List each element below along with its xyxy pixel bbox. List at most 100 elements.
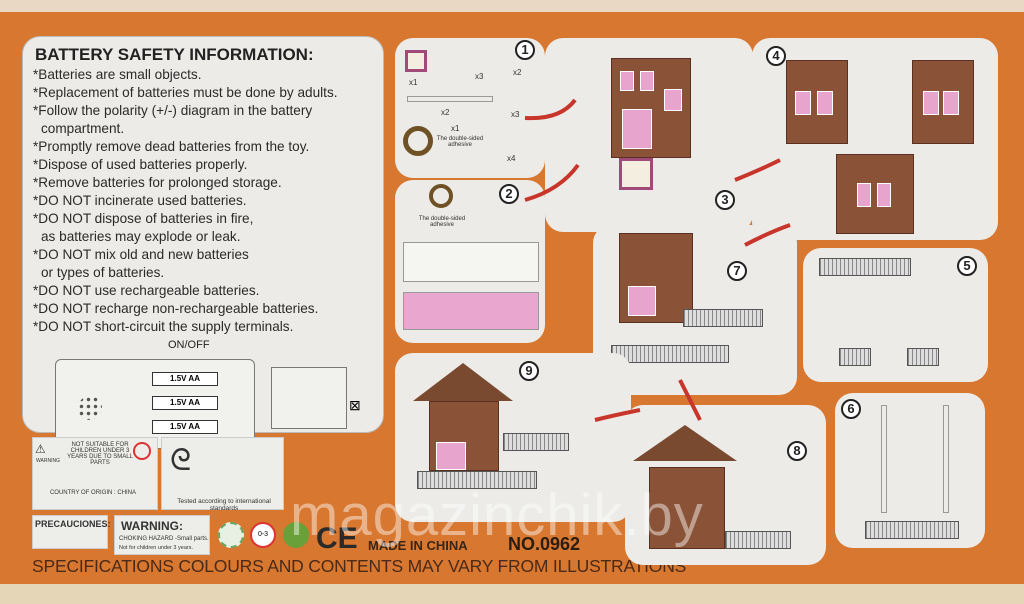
step-number: 6 xyxy=(841,399,861,419)
origin-text: COUNTRY OF ORIGIN : CHINA xyxy=(49,490,137,496)
wall-outline xyxy=(403,242,539,282)
fence xyxy=(907,348,939,366)
warning-small-text: WARNING xyxy=(36,458,60,464)
safety-line: *DO NOT dispose of batteries in fire, xyxy=(33,211,254,226)
arrow xyxy=(524,98,577,121)
step-8-panel: 8 xyxy=(625,405,826,565)
house-wall xyxy=(836,154,914,234)
step-number: 5 xyxy=(957,256,977,276)
step-3-panel: 3 xyxy=(545,38,753,232)
safety-line: compartment. xyxy=(41,121,125,136)
arrow xyxy=(594,408,641,422)
recycle-bin-crossed-icon: ⊠ xyxy=(349,397,361,413)
window xyxy=(795,91,811,115)
safety-line: *Batteries are small objects. xyxy=(33,67,202,82)
safety-line: *DO NOT incinerate used batteries. xyxy=(33,193,247,208)
post xyxy=(943,405,949,513)
not-suitable-text: NOT SUITABLE FOR CHILDREN UNDER 3 YEARS … xyxy=(67,442,133,466)
precauciones-label: PRECAUCIONES: xyxy=(32,515,111,549)
step-number: 7 xyxy=(727,261,747,281)
safety-line: *DO NOT recharge non-rechargeable batter… xyxy=(33,301,319,316)
battery: 1.5V AA xyxy=(152,372,218,386)
door xyxy=(622,109,652,149)
warning-triangle-icon: ⚠ xyxy=(35,442,46,456)
qty: x4 xyxy=(507,154,516,163)
safety-line: *Replacement of batteries must be done b… xyxy=(33,85,338,100)
age-warning-label: ⚠ NOT SUITABLE FOR CHILDREN UNDER 3 YEAR… xyxy=(32,437,158,510)
speaker-icon xyxy=(78,396,102,420)
tested-text: Tested according to international standa… xyxy=(177,498,271,512)
roof xyxy=(633,425,737,461)
window-part xyxy=(619,158,653,190)
step-1-panel: 1 x1 x3 x2 x2 x3 x1 The double-sided adh… xyxy=(395,38,545,178)
door xyxy=(436,442,466,470)
recycle-icon xyxy=(218,522,244,548)
step-number: 1 xyxy=(515,40,535,60)
roof xyxy=(413,363,513,401)
safety-line: or types of batteries. xyxy=(41,265,165,280)
window-part xyxy=(405,50,427,72)
window xyxy=(664,89,682,111)
adhesive-ring-icon xyxy=(429,184,453,208)
qty: x1 xyxy=(409,78,418,87)
ce-mark: CE xyxy=(316,522,358,555)
safety-line: *DO NOT mix old and new batteries xyxy=(33,247,249,262)
battery-safety-panel: BATTERY SAFETY INFORMATION: *Batteries a… xyxy=(22,36,384,449)
fence xyxy=(725,531,791,549)
arrow xyxy=(524,163,580,202)
age-restriction-icon: 0-3 xyxy=(250,522,276,548)
step-number: 3 xyxy=(715,190,735,210)
step-5-panel: 5 xyxy=(803,248,988,382)
safety-title: BATTERY SAFETY INFORMATION: xyxy=(35,45,314,64)
disclaimer: SPECIFICATIONS COLOURS AND CONTENTS MAY … xyxy=(32,556,687,576)
arrow xyxy=(744,223,791,247)
qty: x3 xyxy=(475,72,484,81)
fence xyxy=(839,348,871,366)
choking-text: CHOKING HAZARD -Small parts. xyxy=(119,536,209,542)
house-wall xyxy=(912,60,974,144)
box-top-edge xyxy=(0,0,1024,12)
window xyxy=(817,91,833,115)
watermark: magazinchik.by xyxy=(290,483,704,548)
house-wall xyxy=(429,401,499,471)
rail-part xyxy=(407,96,493,102)
no-small-parts-icon xyxy=(133,442,151,460)
step-number: 8 xyxy=(787,441,807,461)
window xyxy=(877,183,891,207)
door xyxy=(628,286,656,316)
qty: x3 xyxy=(511,110,520,119)
qty: x2 xyxy=(441,108,450,117)
test-standard-label: ᘓ Tested according to international stan… xyxy=(161,437,284,512)
not-for-children-text: Not for children under 3 years. xyxy=(119,545,193,551)
made-in-china: MADE IN CHINA xyxy=(368,538,468,553)
post xyxy=(881,405,887,513)
green-dot-icon xyxy=(283,522,309,548)
box-bottom-edge xyxy=(0,584,1024,604)
house-wall xyxy=(611,58,691,158)
fence xyxy=(683,309,763,327)
arrow xyxy=(734,158,781,182)
step-number: 2 xyxy=(499,184,519,204)
step-number: 4 xyxy=(766,46,786,66)
on-off-label: ON/OFF xyxy=(168,339,210,351)
precauciones-text: PRECAUCIONES: xyxy=(35,519,111,529)
step-9-panel: 9 xyxy=(395,353,631,522)
safety-line: *Dispose of used batteries properly. xyxy=(33,157,248,172)
window xyxy=(640,71,654,91)
battery-cover-diagram xyxy=(271,367,347,429)
arrow xyxy=(678,379,702,421)
standard-logo-icon: ᘓ xyxy=(170,444,192,477)
battery: 1.5V AA xyxy=(152,396,218,410)
fence xyxy=(819,258,911,276)
window xyxy=(923,91,939,115)
adhesive-text: The double-sided adhesive xyxy=(436,136,484,148)
fence xyxy=(865,521,959,539)
step-2-panel: 2 The double-sided adhesive xyxy=(395,180,545,343)
step-number: 9 xyxy=(519,361,539,381)
product-number: NO.0962 xyxy=(508,534,581,554)
fence xyxy=(417,471,537,489)
step-4-panel: 4 xyxy=(752,38,998,240)
safety-line: *DO NOT short-circuit the supply termina… xyxy=(33,319,294,334)
battery: 1.5V AA xyxy=(152,420,218,434)
wall-pink xyxy=(403,292,539,330)
